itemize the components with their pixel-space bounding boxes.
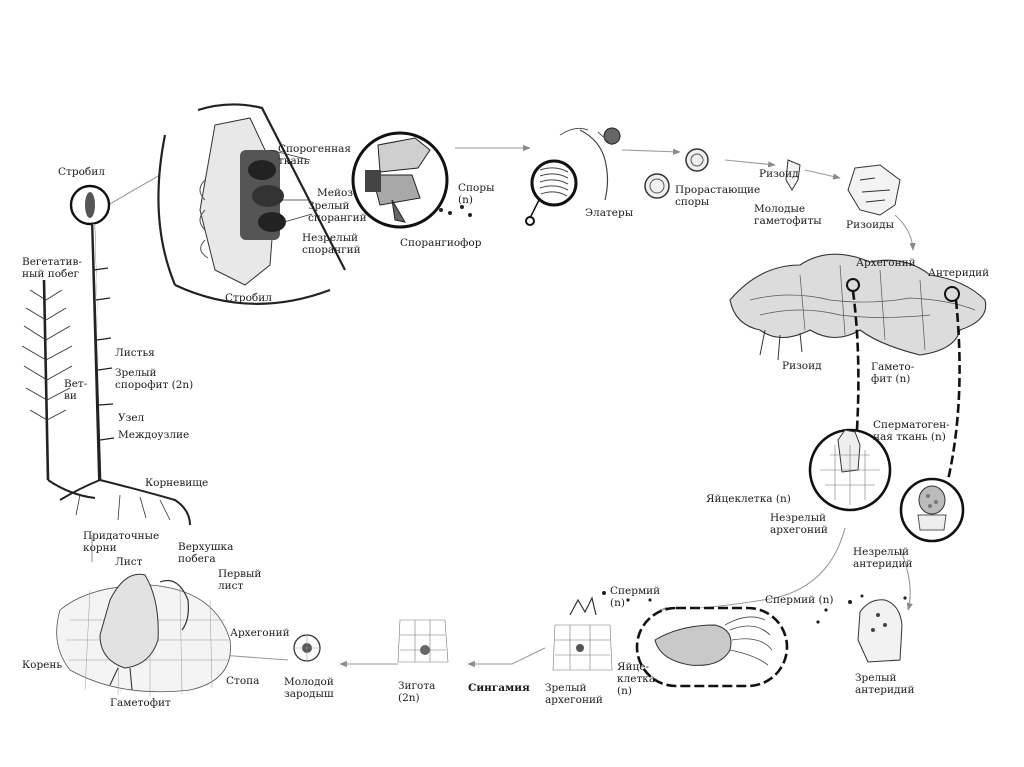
- young-sporophyte: [56, 573, 231, 696]
- label-sperm-right: Спермий (n): [765, 594, 834, 606]
- label-rhizoids: Ризоиды: [846, 219, 894, 231]
- label-meiosis: Мейоз: [317, 187, 354, 199]
- label-immature-sporangium: Незрелый спорангий: [302, 232, 361, 256]
- sperm-oval: [602, 591, 828, 688]
- label-spermatogenous-tissue: Сперматоген- ная ткань (n): [873, 419, 950, 443]
- label-vegetative-shoot: Вегетатив- ный побег: [22, 256, 82, 280]
- spore-elaters: [525, 127, 709, 226]
- mature-sporophyte: [21, 184, 191, 526]
- immature-archegonium-circle: [808, 428, 892, 512]
- label-root: Корень: [22, 659, 63, 671]
- young-gametophytes: [785, 159, 901, 216]
- mature-antheridium: [848, 594, 907, 663]
- label-node: Узел: [118, 412, 145, 424]
- young-embryo: [293, 634, 321, 662]
- label-mature-archegonium: Зрелый архегоний: [545, 682, 603, 706]
- label-spores: Споры (n): [458, 182, 495, 206]
- label-rhizoid-top: Ризоид: [759, 168, 799, 180]
- label-sporogenous-tissue: Спорогенная ткань: [278, 143, 351, 167]
- label-mature-sporophyte: Зрелый спорофит (2n): [115, 367, 194, 391]
- strobil-detail: [157, 103, 346, 305]
- label-young-embryo: Молодой зародыш: [284, 676, 334, 700]
- label-antheridium: Антеридий: [928, 267, 990, 279]
- zygote: [397, 619, 449, 663]
- label-syngamy: Сингамия: [468, 682, 530, 694]
- label-leaf: Лист: [115, 556, 143, 568]
- label-foot: Стопа: [226, 675, 260, 687]
- label-zygote: Зигота (2n): [398, 680, 436, 704]
- label-leaves: Листья: [115, 347, 155, 359]
- mature-archegonium: [552, 596, 613, 671]
- label-young-gametophytes: Молодые гаметофиты: [754, 203, 822, 227]
- label-branches: Вет- ви: [64, 378, 88, 402]
- label-sporangiophore: Спорангиофор: [400, 237, 482, 249]
- label-rhizoid-mid: Ризоид: [782, 360, 822, 372]
- label-germinating-spores: Прорастающие споры: [675, 184, 761, 208]
- mature-gametophyte: [729, 253, 987, 481]
- label-egg-cell-vertical: Яйце- клетка (n): [617, 661, 656, 697]
- label-sperm-left: Спермий (n): [610, 585, 661, 609]
- cycle-arrows: [91, 144, 916, 668]
- label-strobil-bottom: Стробил: [225, 292, 272, 304]
- label-rhizome: Корневище: [145, 477, 209, 489]
- label-shoot-apex: Верхушка побега: [178, 541, 234, 565]
- label-elaters: Элатеры: [585, 207, 634, 219]
- label-adventitious-roots: Придаточные корни: [83, 530, 160, 554]
- label-first-leaf: Первый лист: [218, 568, 262, 592]
- label-egg-cell-n: Яйцеклетка (n): [706, 493, 791, 505]
- label-mature-antheridium: Зрелый антеридий: [855, 672, 915, 696]
- label-gametophyte-bottom: Гаметофит: [110, 697, 171, 709]
- label-strobil-top: Стробил: [58, 166, 105, 178]
- label-archegonium-bottom: Архегоний: [230, 627, 290, 639]
- label-gametophyte-n: Гамето- фит (n): [871, 361, 915, 385]
- label-archegonium-top: Архегоний: [856, 257, 916, 269]
- label-internode: Междоузлие: [118, 429, 190, 441]
- label-mature-sporangium: Зрелый спорангий: [308, 200, 367, 224]
- sporangiophore-circle: [351, 131, 472, 229]
- label-immature-archegonium: Незрелый архегоний: [770, 512, 828, 536]
- immature-antheridium-circle: [899, 477, 965, 543]
- label-immature-antheridium: Незрелый антеридий: [853, 546, 913, 570]
